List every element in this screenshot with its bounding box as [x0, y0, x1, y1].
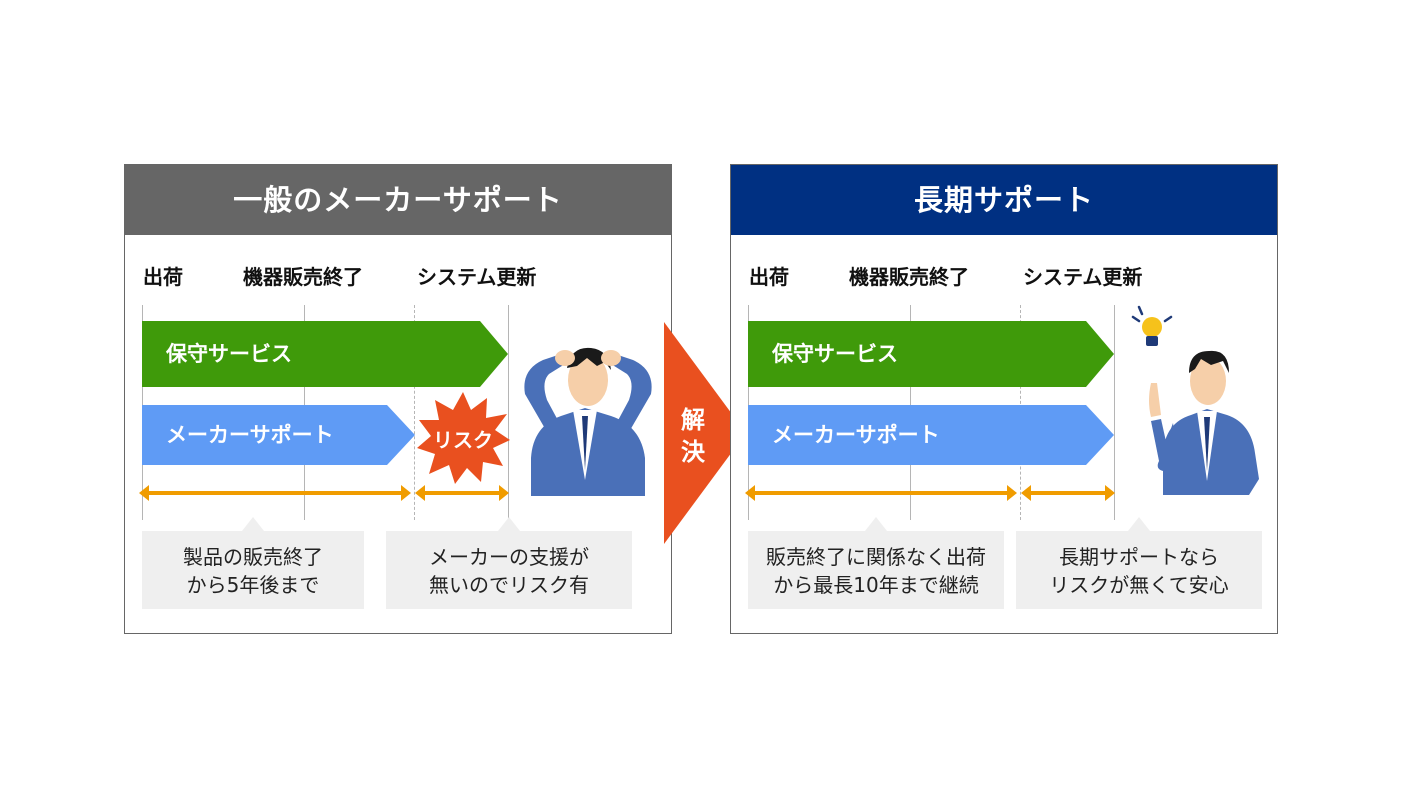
maker-support-bar: メーカーサポート — [142, 405, 415, 465]
note-line: 製品の販売終了 — [142, 543, 364, 571]
idea-businessman-icon — [1141, 343, 1261, 495]
note-safe: 長期サポートなら リスクが無くて安心 — [1016, 531, 1262, 609]
risk-burst: リスク — [415, 390, 511, 486]
maker-support-bar: メーカーサポート — [748, 405, 1114, 465]
long-term-support-panel: 長期サポート 出荷 機器販売終了 システム更新 保守サービス メーカーサポート … — [730, 164, 1278, 634]
maintenance-service-label: 保守サービス — [772, 342, 898, 366]
maker-support-label: メーカーサポート — [772, 423, 940, 447]
note-line: から最長10年まで継続 — [748, 571, 1004, 599]
panel-title: 一般のメーカーサポート — [125, 165, 671, 235]
note-risk: メーカーの支援が 無いのでリスク有 — [386, 531, 632, 609]
solve-char: 解 — [673, 404, 713, 436]
note-sales-end: 製品の販売終了 から5年後まで — [142, 531, 364, 609]
note-line: から5年後まで — [142, 571, 364, 599]
phase-shipping: 出荷 — [143, 261, 183, 290]
note-line: メーカーの支援が — [386, 543, 632, 571]
worried-businessman-icon — [521, 340, 655, 496]
note-line: 販売終了に関係なく出荷 — [748, 543, 1004, 571]
maker-support-label: メーカーサポート — [166, 423, 334, 447]
note-line: 長期サポートなら — [1016, 543, 1262, 571]
note-line: リスクが無くて安心 — [1016, 571, 1262, 599]
span-arrows — [745, 482, 1117, 504]
solve-label: 解 決 — [673, 404, 713, 468]
phase-shipping: 出荷 — [749, 261, 789, 290]
note-long-term: 販売終了に関係なく出荷 から最長10年まで継続 — [748, 531, 1004, 609]
phase-system-update: システム更新 — [1023, 261, 1142, 290]
note-line: 無いのでリスク有 — [386, 571, 632, 599]
general-maker-support-panel: 一般のメーカーサポート 出荷 機器販売終了 システム更新 保守サービス メーカー… — [124, 164, 672, 634]
phase-sales-end: 機器販売終了 — [849, 261, 969, 290]
maintenance-service-label: 保守サービス — [166, 342, 292, 366]
phase-sales-end: 機器販売終了 — [243, 261, 363, 290]
span-arrows — [139, 482, 511, 504]
maintenance-service-bar: 保守サービス — [748, 321, 1114, 387]
risk-label: リスク — [433, 424, 493, 453]
solve-char: 決 — [673, 436, 713, 468]
maintenance-service-bar: 保守サービス — [142, 321, 508, 387]
phase-system-update: システム更新 — [417, 261, 536, 290]
panel-title: 長期サポート — [731, 165, 1277, 235]
